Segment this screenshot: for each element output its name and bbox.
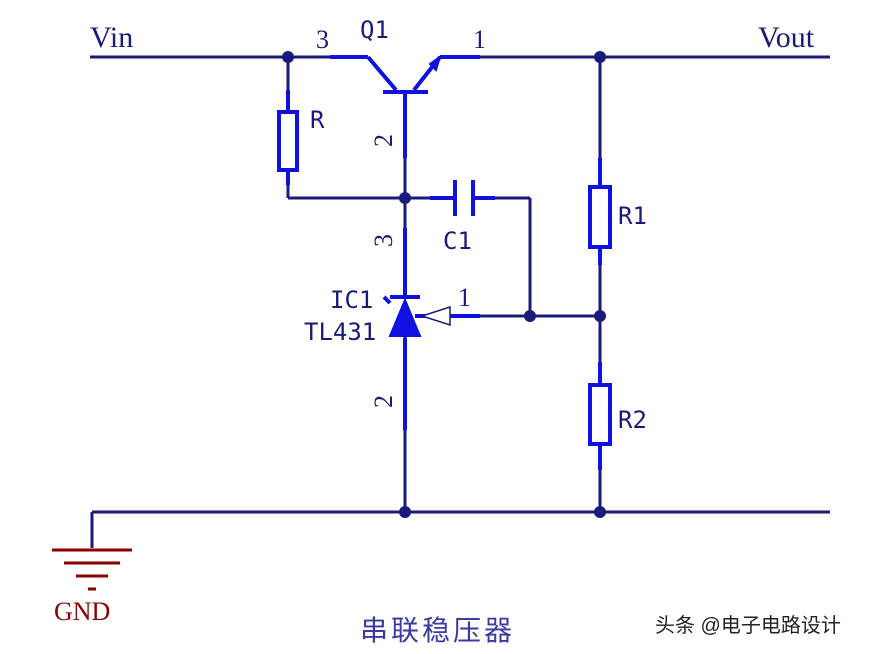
- q1-emitter-arrow-icon: [428, 54, 442, 72]
- resistor-r2: [588, 383, 612, 446]
- component-leads: [286, 55, 602, 470]
- junction-ref-divider: [594, 310, 606, 322]
- resistor-r: [277, 110, 299, 172]
- ic1-cathode-hook-left: [382, 295, 392, 305]
- junction-base: [399, 192, 411, 204]
- q1-ref-label: Q1: [360, 16, 389, 44]
- ic1-pin-ref: 1: [458, 283, 471, 312]
- junction-gnd-ic1: [399, 506, 411, 518]
- q1-pin-e: 1: [473, 25, 486, 54]
- junctions: [282, 51, 606, 518]
- r2-ref-label: R2: [618, 406, 647, 434]
- net-label-vout: Vout: [758, 21, 815, 54]
- junction-vout: [594, 51, 606, 63]
- junction-gnd-r2: [594, 506, 606, 518]
- junction-vin: [282, 51, 294, 63]
- capacitor-c1: [453, 180, 475, 216]
- ic1-tl431: [382, 295, 480, 337]
- watermark: 头条 @电子电路设计: [655, 614, 841, 637]
- ic1-triangle-icon: [388, 297, 422, 337]
- q1-pin-b: 2: [369, 134, 398, 147]
- junction-ref-c1: [524, 310, 536, 322]
- resistor-r1: [588, 185, 612, 249]
- ic1-value-label: TL431: [304, 318, 376, 346]
- r1-ref-label: R1: [618, 202, 647, 230]
- q1-collector-line: [366, 55, 398, 92]
- r-ref-label: R: [310, 106, 325, 134]
- ic1-ref-label: IC1: [330, 286, 373, 314]
- ic1-ref-arrow-icon: [419, 305, 451, 327]
- net-label-vin: Vin: [90, 21, 133, 54]
- ground-symbol-icon: [52, 548, 132, 591]
- c1-ref-label: C1: [443, 227, 472, 255]
- ic1-pin-k: 3: [369, 234, 398, 247]
- ic1-pin-a: 2: [369, 395, 398, 408]
- diagram-caption: 串联稳压器: [360, 615, 515, 646]
- q1-transistor: [366, 54, 442, 94]
- net-label-gnd: GND: [54, 597, 110, 626]
- q1-pin-c: 3: [316, 25, 329, 54]
